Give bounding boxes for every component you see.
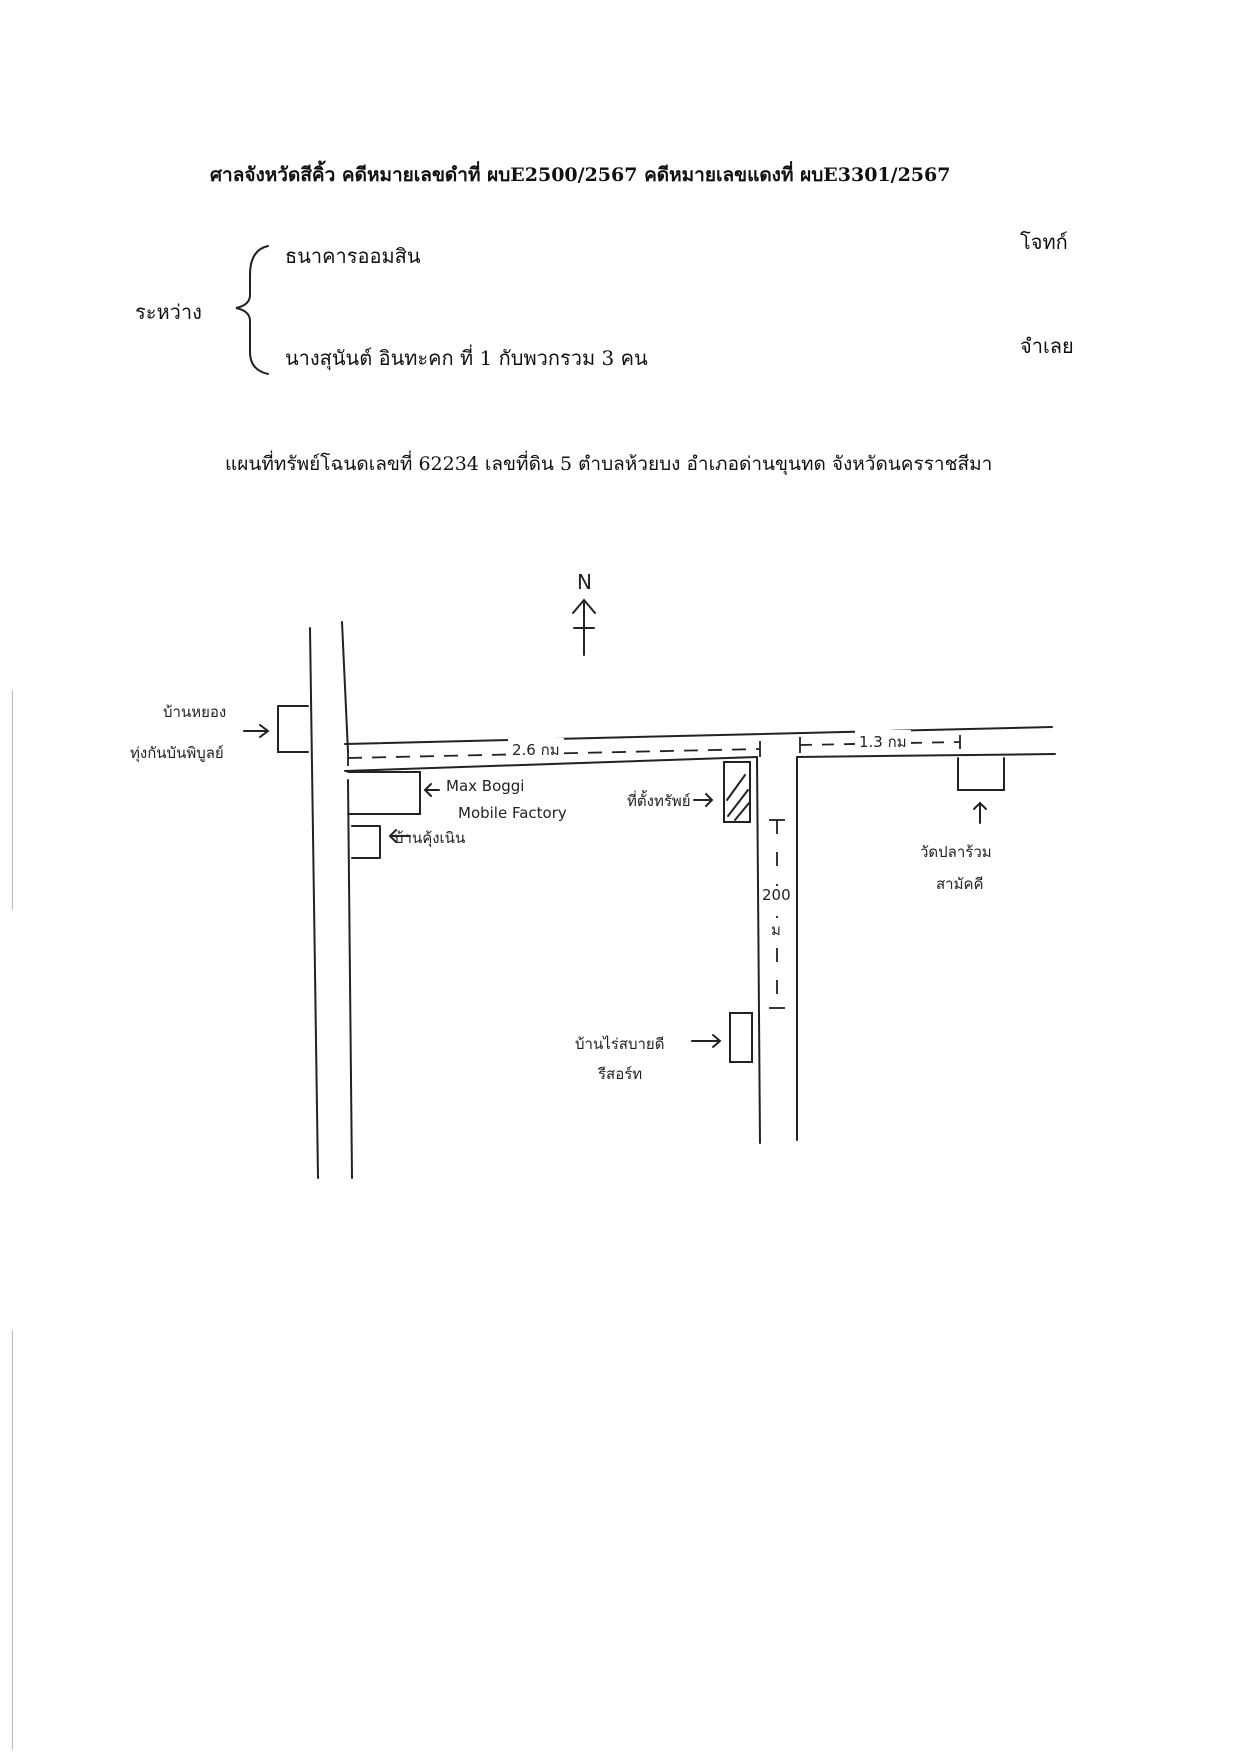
label-factory-line2: Mobile Factory: [458, 804, 567, 822]
ew-road-north-edge: [344, 726, 1053, 745]
label-distance-200-unit: ม: [771, 918, 781, 942]
north-label: N: [577, 570, 592, 594]
scan-edge-mark: [12, 690, 13, 910]
main-road-east-edge: [341, 621, 349, 753]
defendant-name: นางสุนันต์ อินทะคก ที่ 1 กับพวกรวม 3 คน: [285, 346, 648, 370]
target-plot-building: [723, 761, 751, 823]
between-label: ระหว่าง: [135, 300, 202, 324]
label-house-left: บ้านคุ้งเนิน: [394, 829, 466, 847]
main-road-west-edge: [309, 627, 319, 1179]
distance-line-26km: [347, 748, 761, 759]
label-bang-hoi-yong: บ้านหยอง: [163, 703, 227, 721]
scan-edge-mark: [12, 1330, 13, 1750]
label-resort-line2: รีสอร์ท: [598, 1065, 643, 1083]
temple-building: [957, 757, 1005, 791]
label-target-property: ที่ตั้งทรัพย์: [627, 792, 691, 810]
max-boggi-factory-building: [347, 771, 421, 815]
plaintiff-name: ธนาคารออมสิน: [285, 244, 421, 268]
target-plot-hatch: [726, 774, 750, 821]
label-distance-200: 200: [762, 886, 791, 904]
arrow-icon: [973, 801, 987, 824]
ew-road-south-edge: [344, 756, 758, 772]
resort-building: [729, 1012, 753, 1063]
label-thung-kan: ทุ่งกันบันพิบูลย์: [130, 744, 224, 762]
label-factory-line1: Max Boggi: [446, 777, 525, 795]
arrow-icon: [243, 724, 270, 738]
north-arrow-icon: [572, 598, 596, 656]
map-title: แผนที่ทรัพย์โฉนดเลขที่ 62234 เลขที่ดิน 5…: [225, 453, 993, 475]
label-resort-line1: บ้านไร่สบายดี: [575, 1035, 665, 1053]
arrow-icon: [388, 829, 411, 843]
arrow-icon: [693, 793, 714, 807]
bang-hoi-yong-building: [277, 705, 309, 753]
arrow-icon: [423, 783, 440, 797]
plaintiff-role: โจทก์: [1020, 230, 1068, 254]
party-brace: [235, 245, 269, 375]
label-temple-line2: สามัคคี: [936, 875, 984, 893]
side-road-west-edge: [756, 756, 761, 1144]
label-distance-13km: 1.3 กม: [855, 730, 911, 754]
arrow-icon: [691, 1034, 722, 1048]
label-temple-line1: วัดปลาร้วม: [920, 843, 992, 861]
case-number-line: ศาลจังหวัดสีคิ้ว คดีหมายเลขดำที่ ผบE2500…: [210, 164, 951, 186]
distance-line-13km: [799, 741, 961, 746]
label-distance-26km: 2.6 กม: [508, 738, 564, 762]
defendant-role: จำเลย: [1020, 334, 1074, 358]
house-left-building: [351, 825, 381, 859]
